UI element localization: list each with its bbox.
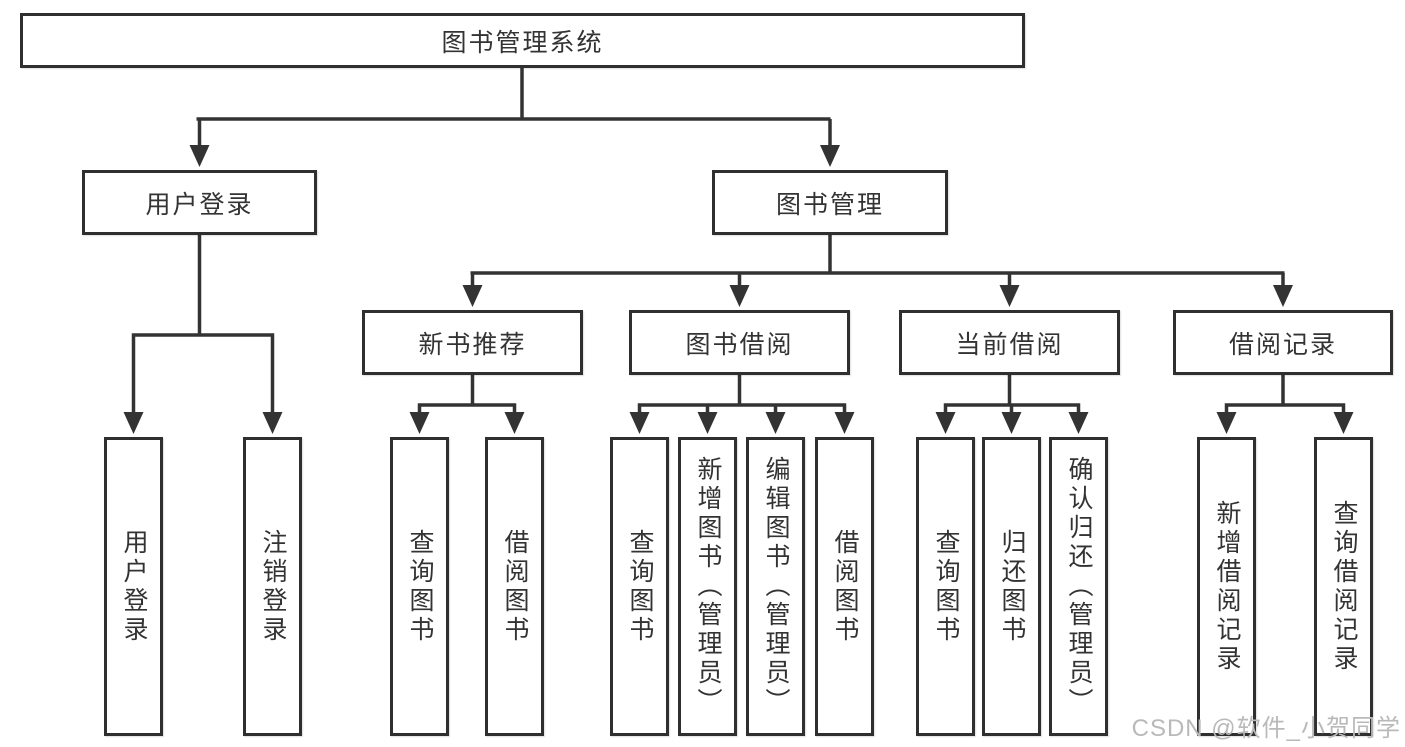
arrowhead: [123, 412, 144, 434]
leaf-add-books-admin: 新增图书（管理员）: [678, 437, 737, 736]
arrowhead: [935, 412, 956, 434]
arrowhead: [629, 412, 650, 434]
arrowheads: [123, 145, 1354, 434]
arrowhead: [262, 412, 283, 434]
leaf-borrow-books-2: 借阅图书: [815, 437, 874, 736]
leaf-query-books-3: 查询图书: [916, 437, 975, 736]
arrowhead: [1001, 412, 1022, 434]
arrowhead: [462, 285, 483, 307]
arrowhead: [504, 412, 525, 434]
arrowhead: [1216, 412, 1237, 434]
arrowhead: [765, 412, 786, 434]
arrowhead: [409, 412, 430, 434]
leaf-edit-books-admin: 编辑图书（管理员）: [746, 437, 805, 736]
leaf-logout: 注销登录: [243, 437, 302, 736]
arrowhead: [999, 285, 1020, 307]
node-book-management: 图书管理: [712, 170, 948, 235]
arrowhead: [834, 412, 855, 434]
leaf-borrow-books-1: 借阅图书: [485, 437, 544, 736]
arrowhead: [1333, 412, 1354, 434]
arrowhead: [697, 412, 718, 434]
arrowhead: [1068, 412, 1089, 434]
csdn-watermark: CSDN @软件_小贺同学: [1131, 715, 1401, 742]
leaf-add-borrow-record: 新增借阅记录: [1197, 437, 1256, 736]
arrowhead: [729, 285, 750, 307]
node-user-login: 用户登录: [82, 170, 317, 235]
node-book-borrowing: 图书借阅: [629, 310, 850, 375]
connector-path: [131, 68, 1346, 417]
node-library-system: 图书管理系统: [20, 13, 1025, 68]
arrowhead: [820, 145, 840, 167]
arrowhead: [1273, 285, 1293, 307]
leaf-confirm-return-admin: 确认归还（管理员）: [1049, 437, 1108, 736]
node-borrowing-records: 借阅记录: [1173, 310, 1393, 375]
leaf-query-books-2: 查询图书: [610, 437, 669, 736]
arrowhead: [189, 145, 210, 167]
leaf-query-books-1: 查询图书: [390, 437, 449, 736]
leaf-user-login: 用户登录: [104, 437, 163, 736]
leaf-query-borrow-record: 查询借阅记录: [1314, 437, 1373, 736]
leaf-return-books: 归还图书: [982, 437, 1041, 736]
node-current-borrowing: 当前借阅: [899, 310, 1120, 375]
node-new-book-recommend: 新书推荐: [362, 310, 583, 375]
